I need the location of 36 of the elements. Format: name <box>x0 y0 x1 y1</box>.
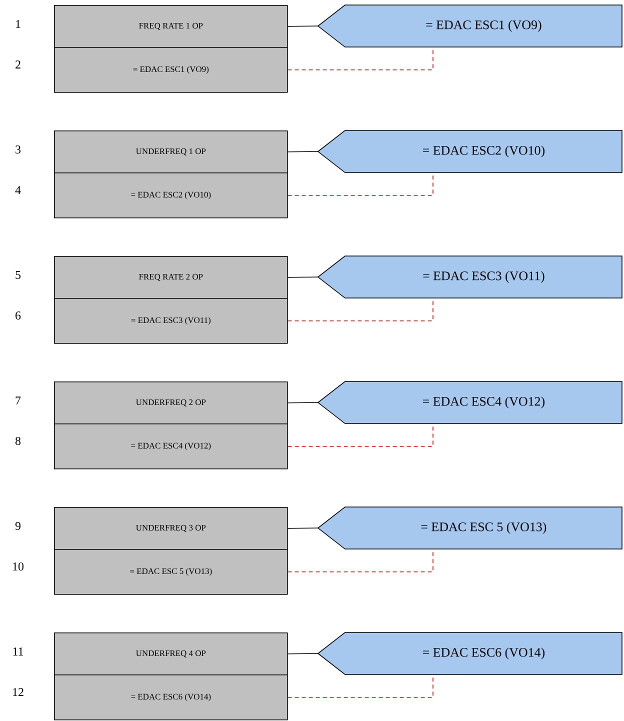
row-number: 2 <box>16 60 20 68</box>
row-number: 12 <box>13 688 24 696</box>
row-number: 7 <box>16 396 21 404</box>
signal-tag: = EDAC ESC6 (VO14) <box>317 632 622 675</box>
table-cell: UNDERFREQ 4 OP <box>54 632 288 676</box>
table-cell: = EDAC ESC 5 (VO13) <box>54 549 288 595</box>
connector-line <box>287 26 318 27</box>
row-number: 1 <box>16 20 20 28</box>
table-cell: UNDERFREQ 3 OP <box>54 507 288 550</box>
table-cell: = EDAC ESC2 (VO10) <box>54 172 288 218</box>
table-cell: = EDAC ESC4 (VO12) <box>54 424 288 470</box>
row-number: 10 <box>13 562 24 571</box>
signal-tag: = EDAC ESC4 (VO12) <box>317 381 622 424</box>
row-number: 3 <box>16 145 21 154</box>
signal-tag: = EDAC ESC1 (VO9) <box>317 4 622 48</box>
signal-tag: = EDAC ESC3 (VO11) <box>317 256 622 298</box>
table-cell: UNDERFREQ 1 OP <box>54 130 288 174</box>
table-cell: = EDAC ESC3 (VO11) <box>54 298 288 344</box>
row-number: 9 <box>15 522 20 530</box>
signal-tag: = EDAC ESC2 (VO10) <box>317 130 622 173</box>
connector-line <box>287 402 318 404</box>
row-number: 5 <box>16 271 21 279</box>
row-number: 11 <box>13 648 24 656</box>
row-number: 8 <box>15 436 21 446</box>
connector-line <box>287 528 318 529</box>
table-cell: = EDAC ESC1 (VO9) <box>54 47 288 93</box>
table-cell: FREQ RATE 2 OP <box>54 256 288 299</box>
table-cell: FREQ RATE 1 OP <box>54 5 288 48</box>
connector-line <box>287 151 318 152</box>
row-number: 6 <box>16 311 21 320</box>
row-number: 4 <box>15 186 21 194</box>
connector-line <box>287 653 318 654</box>
table-cell: UNDERFREQ 2 OP <box>54 382 288 424</box>
table-cell: = EDAC ESC6 (VO14) <box>54 674 288 720</box>
signal-tag: = EDAC ESC 5 (VO13) <box>317 506 622 550</box>
connector-line <box>287 276 318 278</box>
